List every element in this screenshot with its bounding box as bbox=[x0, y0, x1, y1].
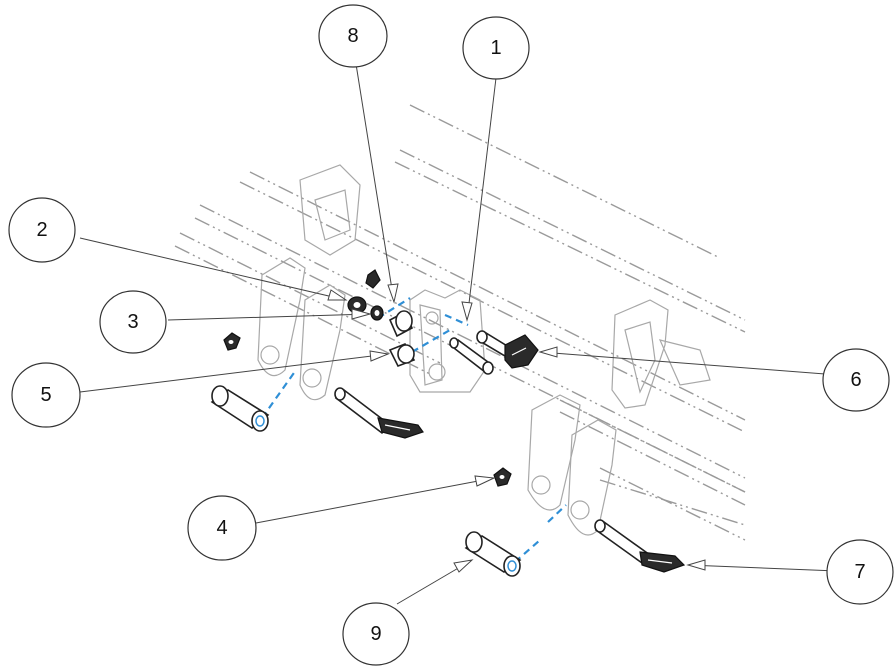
callout-8: 8 bbox=[318, 4, 388, 68]
callout-4-label: 4 bbox=[216, 517, 227, 539]
callout-6: 6 bbox=[822, 348, 890, 412]
part-9-sleeve bbox=[464, 531, 522, 577]
callout-1: 1 bbox=[462, 16, 530, 80]
callout-9-label: 9 bbox=[370, 623, 381, 645]
part-4-clip bbox=[493, 467, 512, 487]
callout-3: 3 bbox=[99, 290, 167, 354]
callout-5-label: 5 bbox=[40, 384, 51, 406]
callout-2: 2 bbox=[8, 197, 76, 263]
part-7-handle-pin bbox=[594, 519, 686, 573]
callout-9: 9 bbox=[342, 602, 410, 666]
part-6-handle-pin bbox=[476, 330, 539, 369]
callout-7: 7 bbox=[826, 539, 894, 605]
part-1-pin bbox=[448, 337, 494, 375]
part-sleeve-left bbox=[210, 385, 270, 432]
callout-8-label: 8 bbox=[347, 25, 358, 47]
part-handle-pin-left bbox=[334, 387, 424, 439]
background-frame-phantom bbox=[174, 104, 746, 541]
callout-7-label: 7 bbox=[854, 561, 865, 583]
callout-6-label: 6 bbox=[850, 369, 861, 391]
callout-1-label: 1 bbox=[490, 37, 501, 59]
parts bbox=[210, 269, 686, 577]
callout-5: 5 bbox=[11, 362, 81, 428]
callout-balloons: 1 2 3 4 5 6 7 8 bbox=[8, 4, 894, 666]
part-3-washer bbox=[370, 305, 384, 321]
leader-lines bbox=[79, 63, 839, 605]
callout-4: 4 bbox=[187, 495, 257, 561]
part-clip-left bbox=[223, 332, 241, 351]
part-8-bushing bbox=[388, 310, 414, 338]
callout-2-label: 2 bbox=[36, 219, 47, 241]
part-5-bushing bbox=[388, 342, 416, 368]
callout-3-label: 3 bbox=[127, 311, 138, 333]
